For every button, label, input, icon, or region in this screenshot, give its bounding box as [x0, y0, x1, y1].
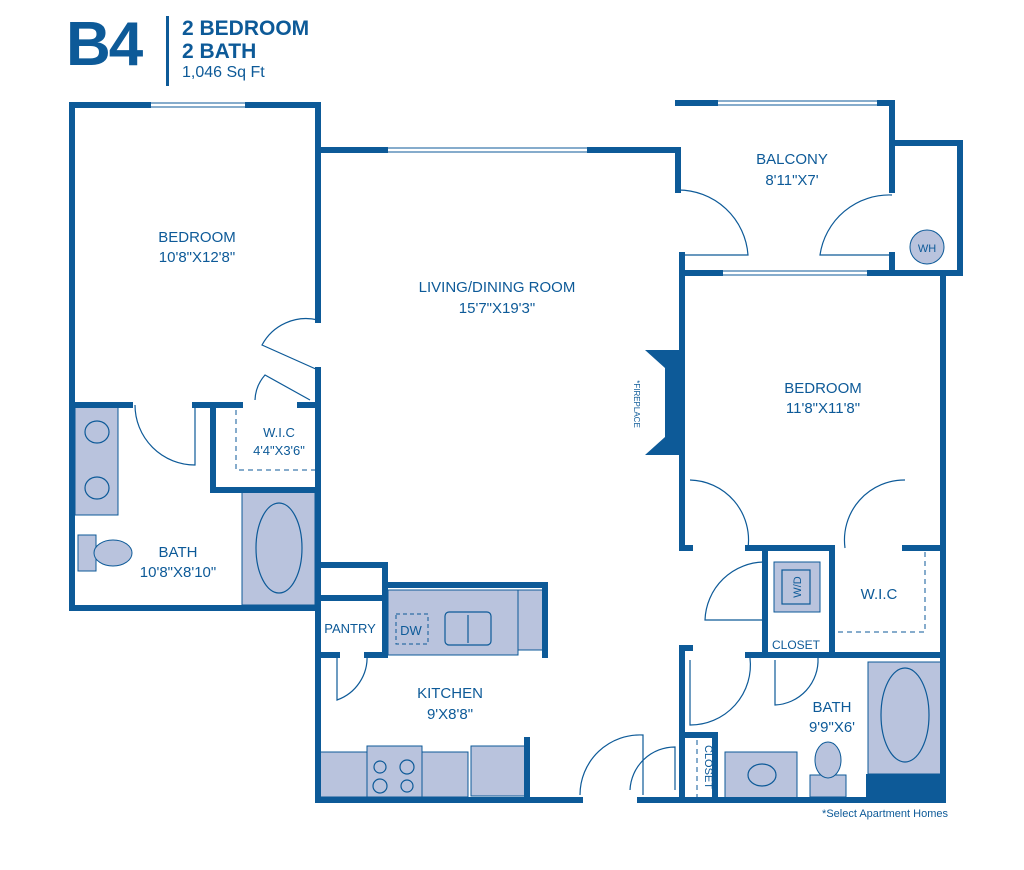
tub-right [867, 661, 942, 775]
pantry-label: PANTRY [324, 621, 376, 636]
vanity-right [724, 751, 798, 799]
balcony-size: 8'11"X7' [765, 172, 818, 189]
bedroom2-name: BEDROOM [784, 380, 862, 397]
bath-count: 2 BATH [182, 40, 257, 63]
square-footage: 1,046 Sq Ft [182, 64, 265, 81]
fireplace-icon [645, 350, 682, 455]
walls [69, 100, 963, 803]
dishwasher [395, 613, 429, 645]
bath2-name: BATH [813, 699, 852, 716]
sink-icon [444, 611, 492, 646]
bedroom-count: 2 BEDROOM [182, 17, 310, 40]
bath1-name: BATH [159, 544, 198, 561]
toilet-right [814, 741, 842, 779]
vanity-left [74, 406, 119, 516]
living-name: LIVING/DINING ROOM [419, 279, 576, 296]
fixtures [74, 229, 945, 799]
door-swings [134, 189, 906, 796]
dw-label: DW [400, 623, 422, 638]
wh-label: WH [918, 243, 936, 255]
unit-code: B4 [66, 10, 143, 79]
balcony-name: BALCONY [756, 151, 828, 168]
water-heater [909, 229, 945, 265]
closet1-label: CLOSET [772, 638, 821, 652]
toilet-left [93, 539, 133, 567]
bath1-size: 10'8"X8'10" [140, 564, 216, 581]
refrigerator [470, 745, 528, 797]
tub-left [241, 491, 316, 606]
header-divider [166, 16, 169, 86]
wic2-name: W.I.C [861, 586, 898, 603]
kitchen-size: 9'X8'8" [427, 706, 473, 723]
toilet-left-tank [77, 534, 97, 572]
wic1-name: W.I.C [263, 425, 295, 440]
fireplace-label: *FIREPLACE [632, 380, 641, 428]
kitchen-name: KITCHEN [417, 685, 483, 702]
wd-label: W/D [792, 576, 804, 597]
footnote: *Select Apartment Homes [822, 808, 948, 820]
closet2-label: CLOSET [702, 745, 714, 789]
bath2-size: 9'9"X6' [809, 719, 855, 736]
bedroom1-size: 10'8"X12'8" [159, 249, 235, 266]
living-size: 15'7"X19'3" [459, 300, 535, 317]
bedroom1-name: BEDROOM [158, 229, 236, 246]
wic1-size: 4'4"X3'6" [253, 443, 305, 458]
bedroom2-size: 11'8"X11'8" [786, 400, 860, 417]
